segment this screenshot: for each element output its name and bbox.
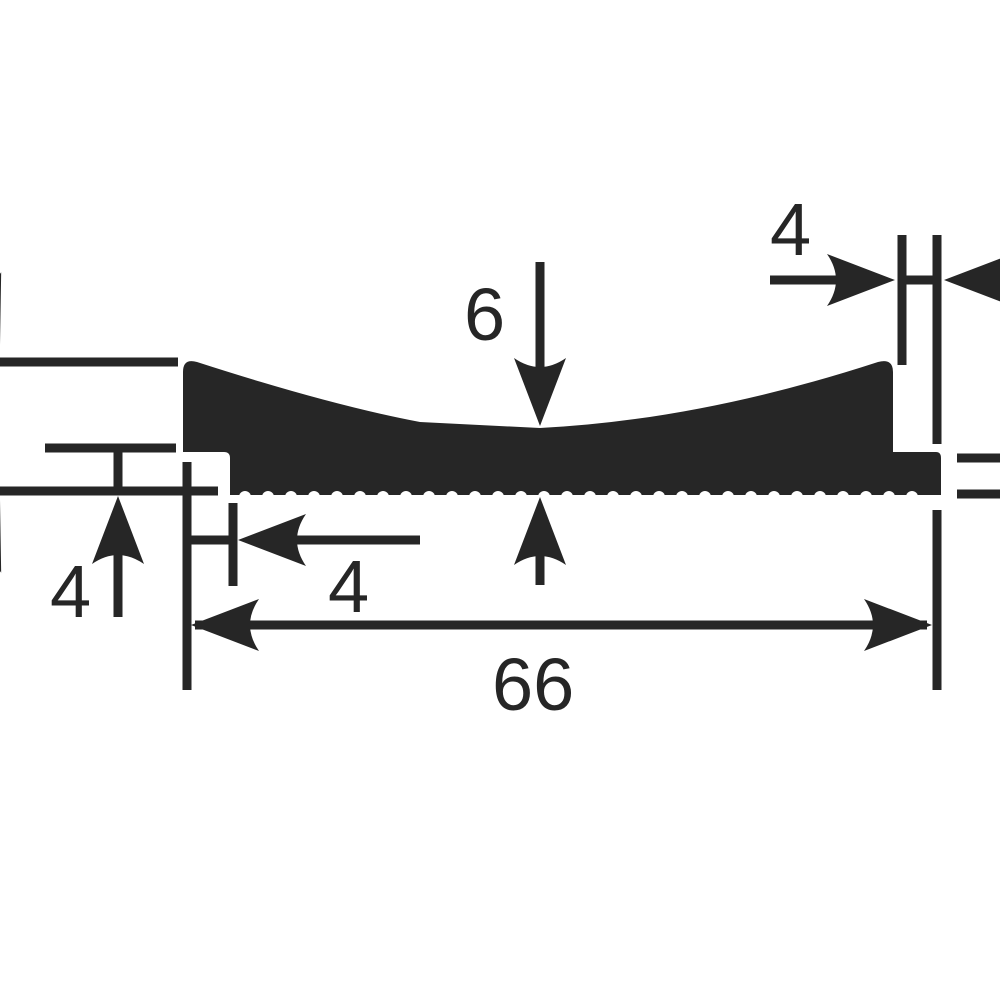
rib-notch bbox=[492, 491, 504, 503]
dim-center-depth: 6 bbox=[464, 273, 505, 356]
dim-left-thickness: 4 bbox=[50, 550, 91, 633]
arrow-up-icon bbox=[0, 491, 25, 573]
rib-notch bbox=[768, 491, 780, 503]
rib-notch bbox=[400, 491, 412, 503]
profile-section bbox=[183, 361, 941, 495]
arrow-right-icon bbox=[864, 599, 932, 651]
arrow-down-icon bbox=[0, 272, 25, 354]
rib-notch bbox=[308, 491, 320, 503]
rib-notch bbox=[584, 491, 596, 503]
rib-notch bbox=[745, 491, 757, 503]
rib-notch bbox=[285, 491, 297, 503]
rib-notch bbox=[423, 491, 435, 503]
rib-notch bbox=[607, 491, 619, 503]
dim-overall-width: 66 bbox=[492, 643, 574, 726]
rib-notch bbox=[354, 491, 366, 503]
dim-right-step: 4 bbox=[770, 188, 811, 271]
rib-notch bbox=[262, 491, 274, 503]
dim-left-step: 4 bbox=[328, 545, 369, 628]
rib-notch bbox=[860, 491, 872, 503]
rib-notch bbox=[699, 491, 711, 503]
rib-notch bbox=[791, 491, 803, 503]
arrow-left-icon bbox=[191, 599, 259, 651]
rib-notch bbox=[676, 491, 688, 503]
rib-notch bbox=[239, 491, 251, 503]
rib-notch bbox=[561, 491, 573, 503]
rib-notch bbox=[883, 491, 895, 503]
rib-notch bbox=[331, 491, 343, 503]
rib-notch bbox=[653, 491, 665, 503]
rib-notch bbox=[722, 491, 734, 503]
rib-notch bbox=[630, 491, 642, 503]
rib-notch bbox=[837, 491, 849, 503]
rib-notch bbox=[446, 491, 458, 503]
arrow-right-icon bbox=[827, 254, 895, 306]
rib-notch bbox=[814, 491, 826, 503]
rib-notch bbox=[469, 491, 481, 503]
arrow-down-icon bbox=[514, 358, 566, 426]
rib-notch bbox=[515, 491, 527, 503]
rib-notch bbox=[906, 491, 918, 503]
rib-notch bbox=[377, 491, 389, 503]
